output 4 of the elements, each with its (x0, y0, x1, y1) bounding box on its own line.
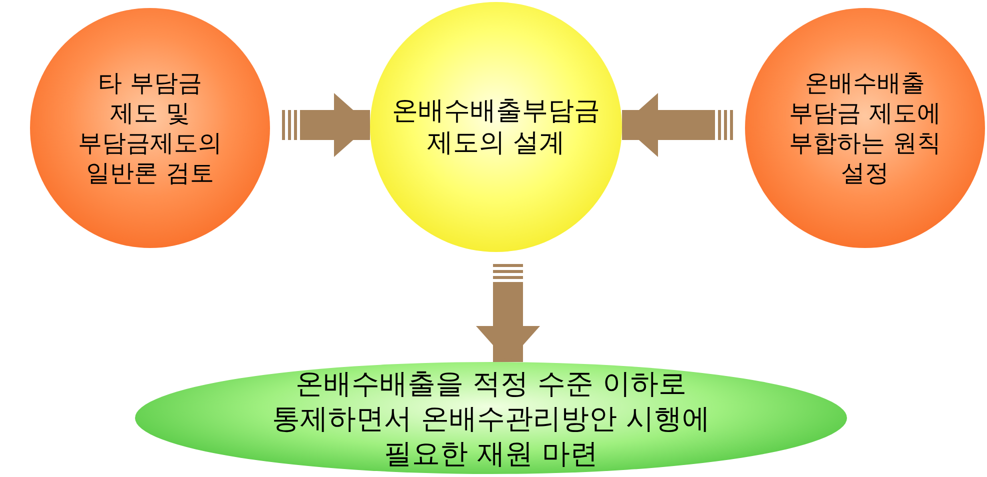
node-label: 타 부담금 제도 및 부담금제도의 일반론 검토 (77, 68, 223, 188)
node-label: 온배수배출 부담금 제도에 부합하는 원칙 설정 (788, 68, 942, 188)
node-label: 온배수배출부담금 제도의 설계 (391, 94, 601, 160)
node-label: 온배수배출을 적정 수준 이하로 통제하면서 온배수관리방안 시행에 필요한 재원 마련 (271, 366, 711, 470)
